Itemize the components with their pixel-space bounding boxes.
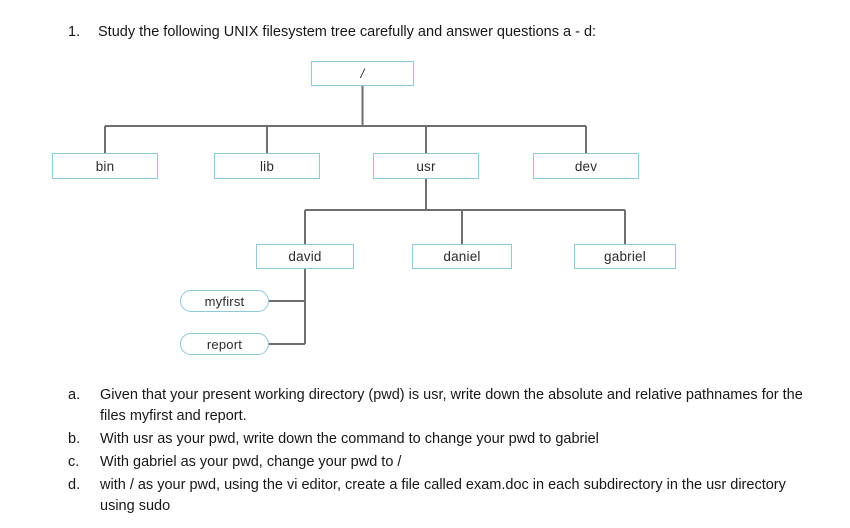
tree-node-bin[interactable]: bin xyxy=(52,153,158,179)
question-item-d: d. with / as your pwd, using the vi edit… xyxy=(68,475,813,517)
tree-node-david[interactable]: david xyxy=(256,244,354,269)
tree-node-gabriel[interactable]: gabriel xyxy=(574,244,676,269)
question-label-b: b. xyxy=(68,431,81,447)
question-text-a: Given that your present working director… xyxy=(100,387,803,424)
tree-node-report[interactable]: report xyxy=(180,333,269,355)
question-heading-text: Study the following UNIX filesystem tree… xyxy=(98,24,597,40)
tree-node-daniel[interactable]: daniel xyxy=(412,244,512,269)
tree-connectors xyxy=(104,85,626,345)
question-label-c: c. xyxy=(68,454,80,470)
filesystem-tree-diagram: / bin lib usr dev david daniel gabriel m… xyxy=(52,61,676,355)
question-label-d: d. xyxy=(68,477,81,493)
question-text-b: With usr as your pwd, write down the com… xyxy=(100,431,599,447)
question-item-b: b. With usr as your pwd, write down the … xyxy=(68,429,813,450)
question-text-d: with / as your pwd, using the vi editor,… xyxy=(100,477,786,514)
question-text-c: With gabriel as your pwd, change your pw… xyxy=(100,454,402,470)
tree-node-lib[interactable]: lib xyxy=(214,153,320,179)
tree-node-myfirst[interactable]: myfirst xyxy=(180,290,269,312)
question-number: 1. xyxy=(68,24,81,40)
question-list: a. Given that your present working direc… xyxy=(68,385,813,519)
question-heading: 1. Study the following UNIX filesystem tr… xyxy=(68,22,808,42)
question-item-a: a. Given that your present working direc… xyxy=(68,385,813,427)
tree-node-root[interactable]: / xyxy=(311,61,414,86)
tree-node-dev[interactable]: dev xyxy=(533,153,639,179)
tree-node-usr[interactable]: usr xyxy=(373,153,479,179)
question-label-a: a. xyxy=(68,387,81,403)
question-item-c: c. With gabriel as your pwd, change your… xyxy=(68,452,813,473)
